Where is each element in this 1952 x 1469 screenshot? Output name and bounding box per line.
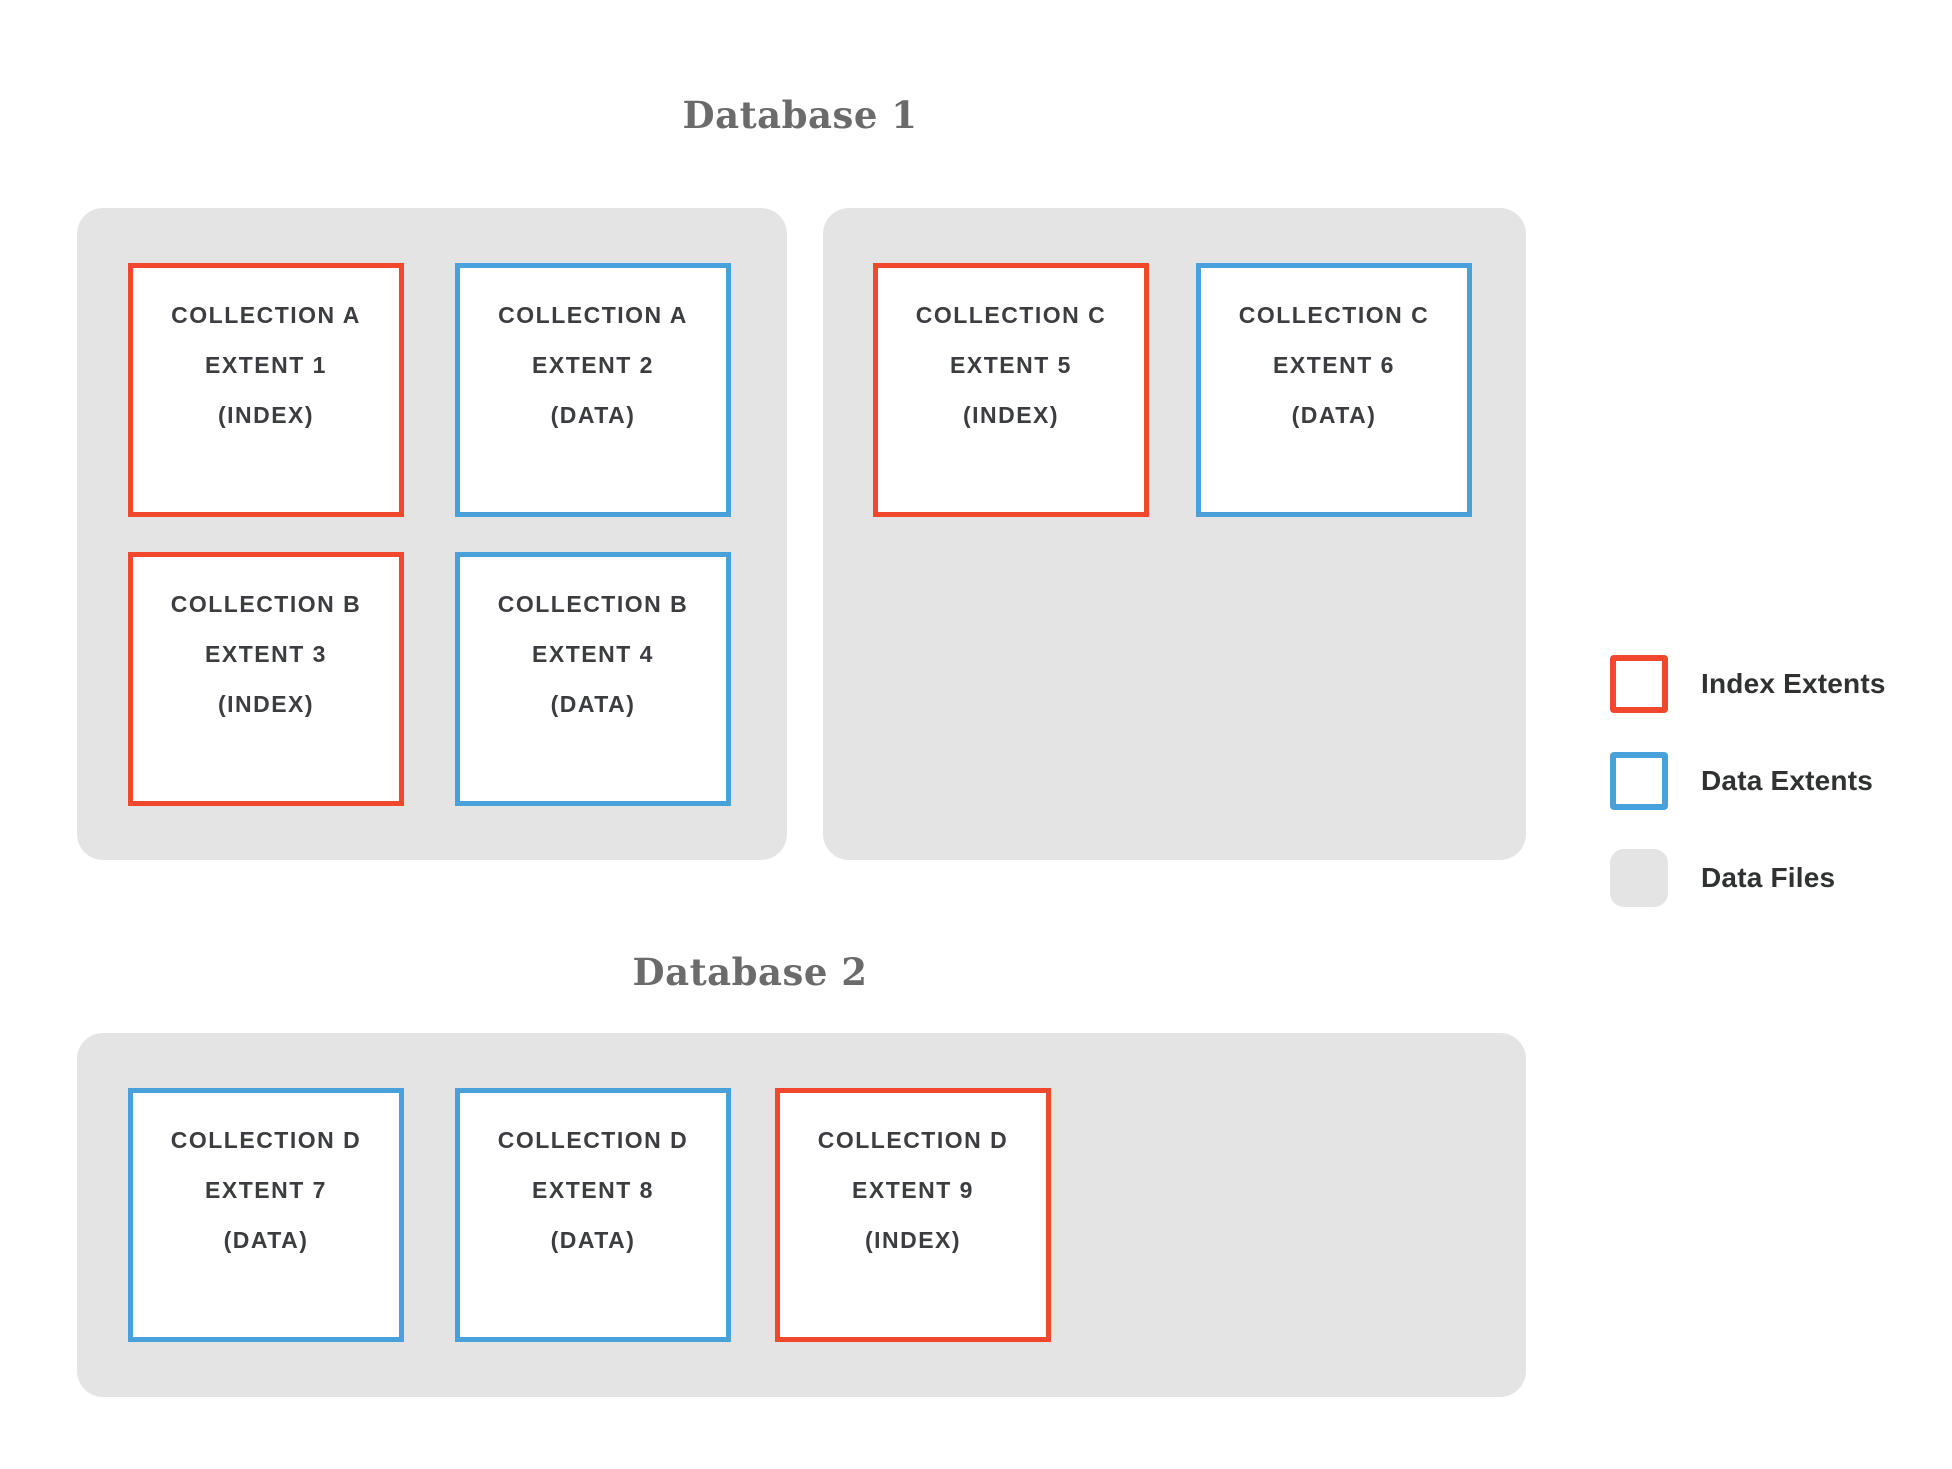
extent-kind-label: (DATA) (550, 402, 636, 428)
extent-box-collection-d-extent-8: COLLECTION D EXTENT 8 (DATA) (455, 1088, 731, 1342)
legend-label-data-extents: Data Extents (1701, 765, 1874, 796)
extent-collection-label: COLLECTION D (170, 1127, 362, 1153)
extent-number-label: EXTENT 1 (205, 352, 327, 378)
extent-kind-label: (DATA) (550, 1227, 636, 1253)
extent-kind-label: (INDEX) (962, 402, 1060, 428)
legend: Index Extents Data Extents Data Files (1610, 655, 1886, 907)
extent-number-label: EXTENT 5 (950, 352, 1072, 378)
extent-collection-label: COLLECTION C (1238, 302, 1430, 328)
extent-collection-label: COLLECTION A (498, 302, 688, 328)
extent-box-collection-d-extent-7: COLLECTION D EXTENT 7 (DATA) (128, 1088, 404, 1342)
extent-kind-label: (DATA) (223, 1227, 309, 1253)
extent-number-label: EXTENT 2 (532, 352, 654, 378)
extent-kind-label: (INDEX) (864, 1227, 962, 1253)
extent-collection-label: COLLECTION D (497, 1127, 689, 1153)
database-1-data-file-2: COLLECTION C EXTENT 5 (INDEX) COLLECTION… (823, 208, 1526, 860)
extent-collection-label: COLLECTION D (817, 1127, 1009, 1153)
database-1-title: Database 1 (682, 93, 918, 137)
extent-number-label: EXTENT 8 (532, 1177, 654, 1203)
extent-kind-label: (DATA) (550, 691, 636, 717)
extent-collection-label: COLLECTION B (497, 591, 689, 617)
index-extent-swatch-icon (1610, 655, 1668, 713)
extent-collection-label: COLLECTION A (171, 302, 361, 328)
database-2-title: Database 2 (632, 950, 868, 994)
extent-box-collection-a-extent-1: COLLECTION A EXTENT 1 (INDEX) (128, 263, 404, 517)
extent-box-collection-b-extent-3: COLLECTION B EXTENT 3 (INDEX) (128, 552, 404, 806)
extent-box-collection-a-extent-2: COLLECTION A EXTENT 2 (DATA) (455, 263, 731, 517)
extent-number-label: EXTENT 7 (205, 1177, 327, 1203)
legend-row-data-extents: Data Extents (1610, 752, 1886, 810)
legend-label-data-files: Data Files (1701, 862, 1836, 893)
legend-row-index-extents: Index Extents (1610, 655, 1886, 713)
data-extent-swatch-icon (1610, 752, 1668, 810)
legend-label-index-extents: Index Extents (1701, 668, 1886, 699)
extent-number-label: EXTENT 4 (532, 641, 654, 667)
extent-collection-label: COLLECTION C (915, 302, 1107, 328)
extent-box-collection-b-extent-4: COLLECTION B EXTENT 4 (DATA) (455, 552, 731, 806)
extent-number-label: EXTENT 6 (1273, 352, 1395, 378)
extent-collection-label: COLLECTION B (170, 591, 362, 617)
extent-box-collection-d-extent-9: COLLECTION D EXTENT 9 (INDEX) (775, 1088, 1051, 1342)
extent-number-label: EXTENT 9 (852, 1177, 974, 1203)
database-1-data-file-1: COLLECTION A EXTENT 1 (INDEX) COLLECTION… (77, 208, 787, 860)
extent-box-collection-c-extent-5: COLLECTION C EXTENT 5 (INDEX) (873, 263, 1149, 517)
legend-row-data-files: Data Files (1610, 849, 1886, 907)
extent-kind-label: (INDEX) (217, 691, 315, 717)
extent-kind-label: (DATA) (1291, 402, 1377, 428)
data-file-swatch-icon (1610, 849, 1668, 907)
extent-box-collection-c-extent-6: COLLECTION C EXTENT 6 (DATA) (1196, 263, 1472, 517)
extent-number-label: EXTENT 3 (205, 641, 327, 667)
database-2-data-file-1: COLLECTION D EXTENT 7 (DATA) COLLECTION … (77, 1033, 1526, 1397)
extent-kind-label: (INDEX) (217, 402, 315, 428)
